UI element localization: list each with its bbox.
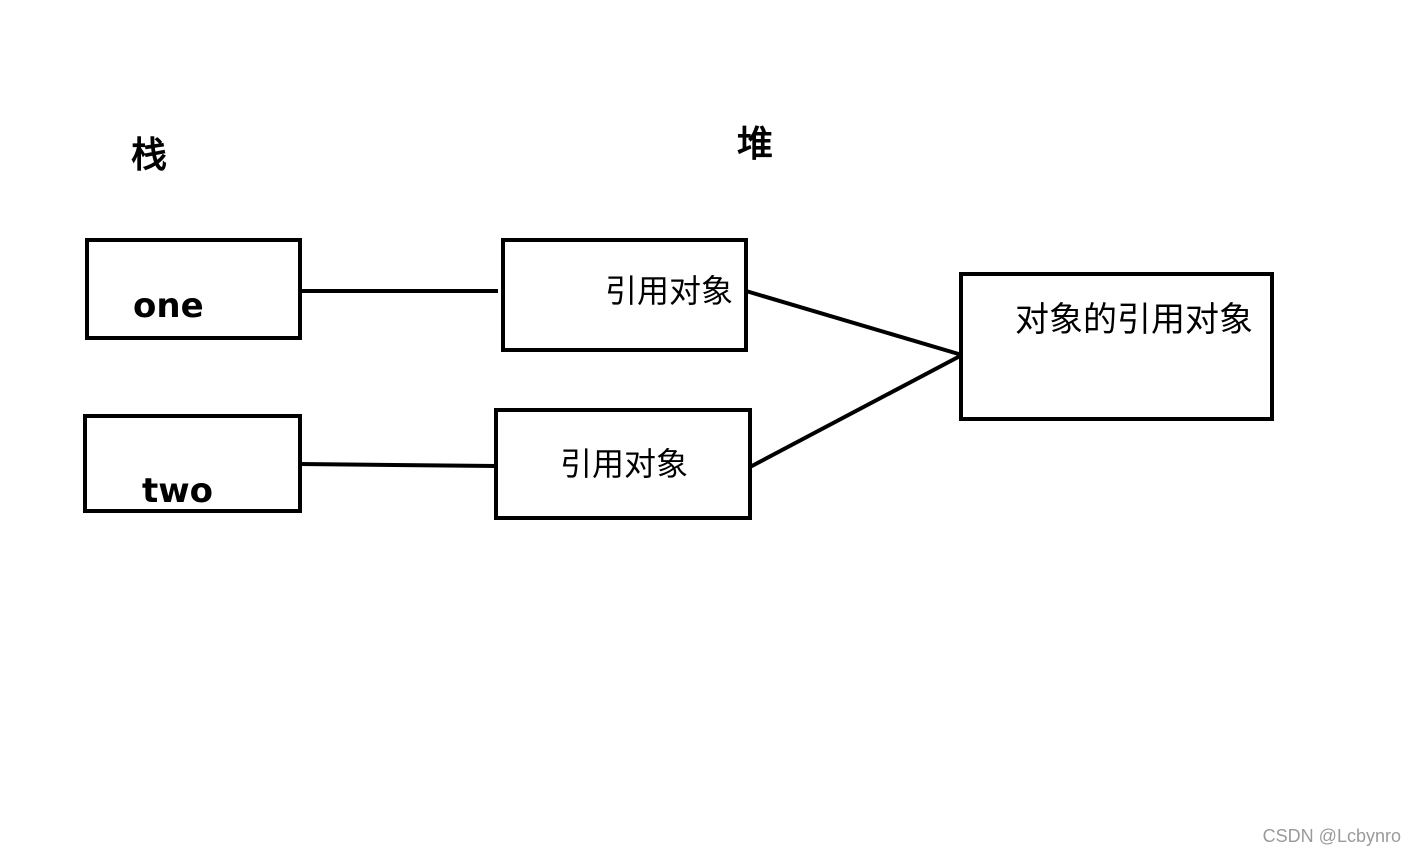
stack-var-one-label: one [133,286,204,326]
watermark-text: CSDN @Lcbynro [1262,826,1401,846]
heap-target-label: 对象的引用对象 [1015,300,1253,340]
stack-heading: 栈 [131,135,168,176]
heap-ref-top-box: 引用对象 [501,238,748,352]
connector-ref-bottom-to-target [749,353,963,469]
stack-var-two-label: two [142,471,214,511]
connector-two-to-ref-bottom [299,462,497,468]
heap-ref-top-label: 引用对象 [605,272,734,310]
heap-ref-bottom-label: 引用对象 [560,445,689,483]
heap-target-box: 对象的引用对象 [959,272,1274,421]
connector-ref-top-to-target [745,289,963,357]
stack-var-one-box: one [85,238,302,340]
stack-var-two-box: two [83,414,302,513]
heap-ref-bottom-box: 引用对象 [494,408,752,520]
heap-heading: 堆 [737,124,774,165]
